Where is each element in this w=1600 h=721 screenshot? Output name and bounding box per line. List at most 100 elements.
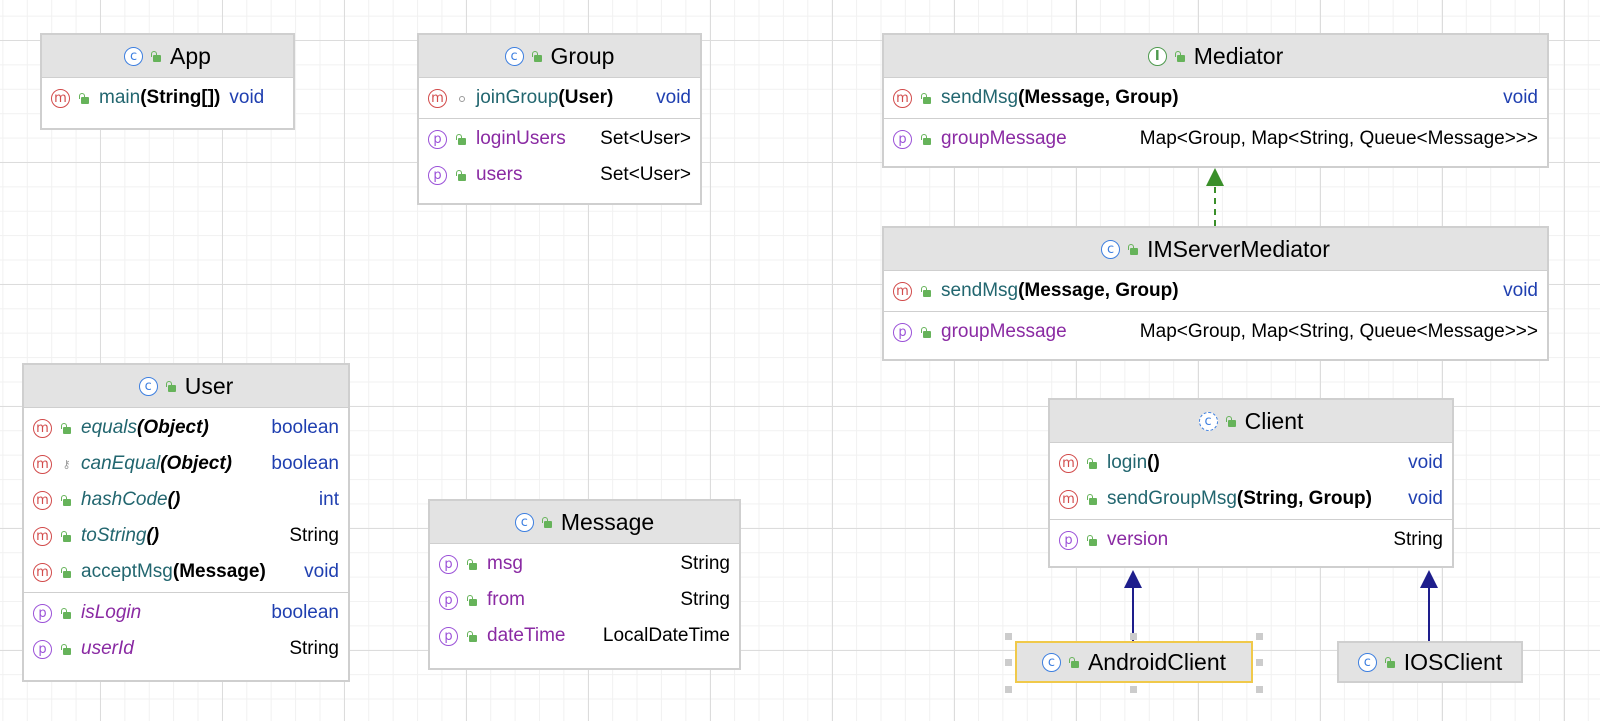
abstract-class-node-client[interactable]: c Client m login() void m sendGroupMsg(S…	[1048, 398, 1454, 568]
method-icon: m	[1059, 489, 1078, 509]
property-type: String	[289, 638, 339, 659]
method-name: main	[99, 87, 141, 108]
realization-edge-imserver-mediator[interactable]	[1206, 168, 1224, 226]
inheritance-arrowhead	[1124, 570, 1142, 588]
properties-section: p msg String p from String p dateTime Lo…	[430, 544, 739, 656]
class-header: c Message	[430, 501, 739, 544]
class-node-imservermediator[interactable]: c IMServerMediator m sendMsg(Message, Gr…	[882, 226, 1549, 361]
method-return-type: void	[1408, 488, 1443, 509]
public-lock-icon	[921, 326, 932, 338]
class-name: IOSClient	[1403, 648, 1503, 675]
inheritance-edge-ios-client[interactable]	[1420, 570, 1438, 641]
method-params: (User)	[558, 87, 614, 108]
method-params: (Object)	[160, 453, 233, 474]
property-row[interactable]: p userId String	[24, 631, 348, 667]
class-name: App	[170, 42, 211, 69]
method-icon: m	[33, 418, 52, 438]
method-params: ()	[1147, 452, 1160, 473]
method-params: (Message)	[172, 561, 266, 582]
public-lock-icon	[456, 169, 467, 181]
class-header: c Group	[419, 35, 700, 78]
properties-section: p groupMessage Map<Group, Map<String, Qu…	[884, 311, 1547, 352]
class-name: Client	[1244, 407, 1304, 434]
public-lock-icon	[79, 92, 90, 104]
property-icon: p	[33, 639, 52, 659]
class-icon: c	[504, 46, 524, 66]
class-node-message[interactable]: c Message p msg String p from String p d…	[428, 499, 741, 670]
method-return-type: void	[304, 561, 339, 582]
property-row[interactable]: p from String	[430, 582, 739, 618]
inheritance-arrowhead	[1420, 570, 1438, 588]
property-icon: p	[893, 322, 912, 342]
method-row[interactable]: m equals(Object) boolean	[24, 410, 348, 446]
selection-handle[interactable]	[1005, 659, 1012, 666]
inheritance-edge-android-client[interactable]	[1124, 570, 1142, 641]
public-lock-icon	[1128, 243, 1139, 255]
method-row[interactable]: m sendMsg(Message, Group) void	[884, 273, 1547, 309]
protected-key-icon: ⚷	[62, 457, 71, 471]
class-icon: c	[1101, 239, 1121, 259]
method-row[interactable]: m joinGroup(User) void	[419, 80, 700, 116]
class-node-group[interactable]: c Group m joinGroup(User) void p loginUs…	[417, 33, 702, 205]
class-icon: c	[138, 376, 158, 396]
method-row[interactable]: m ⚷ canEqual(Object) boolean	[24, 446, 348, 482]
property-icon: p	[893, 129, 912, 149]
public-lock-icon	[1087, 457, 1098, 469]
property-type: String	[680, 589, 730, 610]
property-row[interactable]: p isLogin boolean	[24, 595, 348, 631]
selection-handle[interactable]	[1005, 686, 1012, 693]
public-lock-icon	[467, 558, 478, 570]
property-row[interactable]: p dateTime LocalDateTime	[430, 618, 739, 654]
public-lock-icon	[467, 630, 478, 642]
class-node-androidclient[interactable]: c AndroidClient	[1015, 641, 1253, 683]
method-row[interactable]: m main(String[]) void	[42, 80, 293, 116]
property-type: boolean	[271, 602, 339, 623]
method-row[interactable]: m sendGroupMsg(String, Group) void	[1050, 481, 1452, 517]
method-name: equals	[81, 417, 137, 438]
interface-header: I Mediator	[884, 35, 1547, 78]
class-header: c User	[24, 365, 348, 408]
method-return-type: void	[1503, 280, 1538, 301]
abstract-class-icon: c	[1198, 411, 1218, 431]
realization-arrowhead	[1206, 168, 1224, 186]
interface-node-mediator[interactable]: I Mediator m sendMsg(Message, Group) voi…	[882, 33, 1549, 168]
selection-handle[interactable]	[1256, 633, 1263, 640]
class-node-user[interactable]: c User m equals(Object) boolean m ⚷ canE…	[22, 363, 350, 682]
method-params: (Message, Group)	[1018, 280, 1179, 301]
selection-handle[interactable]	[1256, 686, 1263, 693]
property-type: Set<User>	[600, 164, 691, 185]
method-name: hashCode	[81, 489, 168, 510]
property-type: Map<Group, Map<String, Queue<Message>>>	[1139, 128, 1538, 149]
methods-section: m sendMsg(Message, Group) void	[884, 78, 1547, 118]
class-node-iosclient[interactable]: c IOSClient	[1337, 641, 1523, 683]
class-node-app[interactable]: c App m main(String[]) void	[40, 33, 295, 130]
property-row[interactable]: p groupMessage Map<Group, Map<String, Qu…	[884, 314, 1547, 350]
property-icon: p	[1059, 530, 1078, 550]
public-lock-icon	[921, 92, 932, 104]
method-row[interactable]: m acceptMsg(Message) void	[24, 554, 348, 590]
property-name: groupMessage	[941, 128, 1067, 149]
selection-handle[interactable]	[1005, 633, 1012, 640]
method-icon: m	[33, 490, 52, 510]
property-row[interactable]: p groupMessage Map<Group, Map<String, Qu…	[884, 121, 1547, 157]
public-lock-icon	[61, 607, 72, 619]
selection-handle[interactable]	[1130, 633, 1137, 640]
property-name: version	[1107, 529, 1169, 550]
selection-handle[interactable]	[1130, 686, 1137, 693]
property-row[interactable]: p msg String	[430, 546, 739, 582]
class-name: Message	[560, 508, 655, 535]
methods-section: m main(String[]) void	[42, 78, 293, 118]
method-row[interactable]: m sendMsg(Message, Group) void	[884, 80, 1547, 116]
selection-handle[interactable]	[1256, 659, 1263, 666]
method-row[interactable]: m hashCode() int	[24, 482, 348, 518]
method-icon: m	[428, 88, 447, 108]
interface-icon: I	[1147, 46, 1167, 66]
property-row[interactable]: p users Set<User>	[419, 157, 700, 193]
property-row[interactable]: p version String	[1050, 522, 1452, 558]
method-params: (String, Group)	[1236, 488, 1372, 509]
method-row[interactable]: m toString() String	[24, 518, 348, 554]
method-row[interactable]: m login() void	[1050, 445, 1452, 481]
public-lock-icon	[1225, 415, 1237, 427]
method-name: sendGroupMsg	[1107, 488, 1237, 509]
property-row[interactable]: p loginUsers Set<User>	[419, 121, 700, 157]
